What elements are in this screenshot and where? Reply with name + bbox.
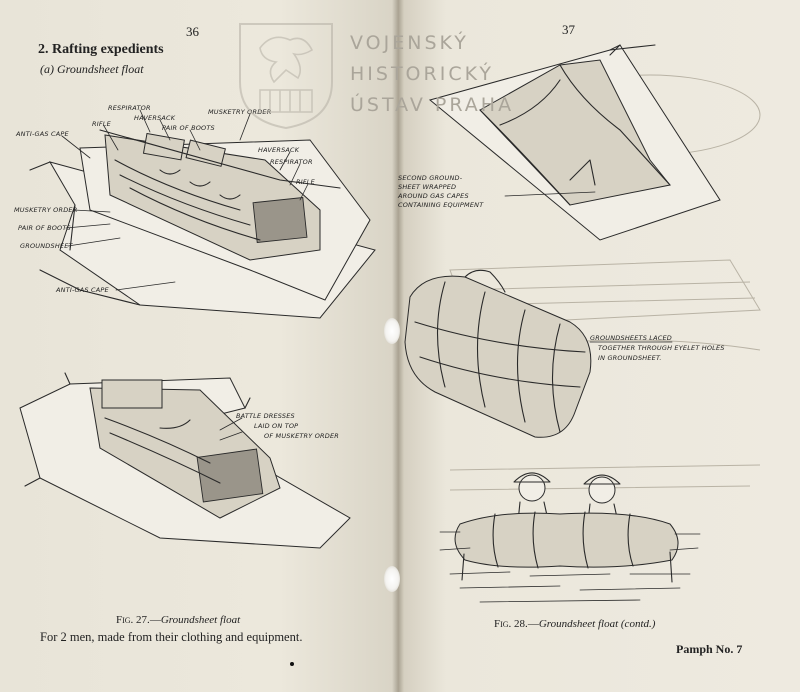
label-anti-gas-cape-bottom: Anti-Gas Cape bbox=[56, 286, 109, 294]
label-respirator-right: Respirator bbox=[270, 158, 313, 166]
watermark-text: VOJENSKÝ HISTORICKÝ ÚSTAV PRAHA bbox=[350, 28, 514, 121]
fig27-title: Groundsheet float bbox=[160, 614, 241, 626]
section-heading: 2. Rafting expedients bbox=[38, 42, 164, 57]
fig27-lower-drawing bbox=[10, 368, 360, 553]
heraldic-lion-shield-icon bbox=[239, 23, 333, 130]
label-respirator: Respirator bbox=[108, 104, 151, 112]
label-pair-of-boots: Pair of Boots bbox=[162, 124, 215, 132]
man-2-helmet bbox=[584, 475, 620, 484]
label-of-musketry-order: of Musketry order bbox=[264, 432, 339, 440]
rifle-line bbox=[100, 130, 340, 188]
man-2-head bbox=[589, 477, 615, 503]
fig27-leader-lines bbox=[0, 0, 398, 320]
label-haversack: Haversack bbox=[134, 114, 176, 122]
page-number-right: 37 bbox=[562, 22, 575, 37]
fig27-caption: Fig. 27.—Groundsheet float bbox=[116, 614, 240, 626]
kit-box-2 bbox=[186, 140, 225, 166]
pamphlet-footer: Pamph No. 7 bbox=[676, 642, 743, 656]
section-subheading: (a) Groundsheet float bbox=[40, 62, 144, 76]
watermark-line-3: ÚSTAV PRAHA bbox=[350, 94, 515, 116]
caption-dash: — bbox=[149, 614, 161, 626]
kit-box-lower-1 bbox=[102, 380, 162, 408]
label-musketry-order-left: Musketry order bbox=[14, 206, 78, 214]
label-laced-1: Groundsheets laced bbox=[590, 334, 673, 342]
ink-speck bbox=[290, 662, 294, 666]
label-battle-dresses: Battle Dresses bbox=[236, 412, 295, 420]
label-laced-2: together through eyelet holes bbox=[598, 344, 725, 352]
fig27-number: Fig. 27. bbox=[116, 614, 150, 626]
label-groundsheet: Groundsheet bbox=[20, 242, 73, 250]
binding-hole-bottom bbox=[384, 566, 400, 592]
left-page bbox=[0, 0, 398, 692]
book-gutter bbox=[392, 0, 404, 692]
label-second-groundsheet-2: sheet wrapped bbox=[398, 183, 457, 191]
fig27-upper-drawing bbox=[20, 100, 390, 320]
man-1-helmet bbox=[514, 473, 550, 482]
man-1-head bbox=[519, 475, 545, 501]
water-lines bbox=[440, 532, 700, 602]
watermark-line-2: HISTORICKÝ bbox=[350, 63, 494, 85]
fig28-bundle-drawing bbox=[395, 262, 605, 447]
label-laced-3: in groundsheet. bbox=[598, 354, 662, 362]
label-laid-on-top: laid on top bbox=[254, 422, 299, 430]
label-rifle: Rifle bbox=[92, 120, 111, 128]
fig28-float-drawing bbox=[440, 462, 700, 612]
float-bundle bbox=[455, 513, 678, 567]
fig27-note: For 2 men, made from their clothing and … bbox=[40, 630, 303, 644]
label-musketry-order: Musketry Order bbox=[208, 108, 272, 116]
kit-box-3 bbox=[253, 197, 307, 242]
page-number-left: 36 bbox=[186, 24, 199, 39]
label-anti-gas-cape: Anti-Gas Cape bbox=[16, 130, 69, 138]
label-pair-of-boots-left: Pair of Boots bbox=[18, 224, 71, 232]
fig28-title: Groundsheet float (contd.) bbox=[538, 618, 656, 630]
fig28-top-drawing bbox=[420, 40, 780, 245]
label-rifle-right: Rifle bbox=[296, 178, 315, 186]
binding-hole-top bbox=[384, 318, 400, 344]
label-haversack-right: Haversack bbox=[258, 146, 300, 154]
laced-bundle bbox=[405, 276, 591, 437]
label-second-groundsheet-1: Second Ground- bbox=[398, 174, 463, 182]
kit-box-lower-2 bbox=[197, 449, 263, 502]
fig28-number: Fig. 28. bbox=[494, 618, 528, 630]
fig28-caption: Fig. 28.—Groundsheet float (contd.) bbox=[494, 618, 655, 630]
caption-dash-2: — bbox=[527, 618, 539, 630]
label-second-groundsheet-3: around gas capes bbox=[398, 192, 469, 200]
watermark-line-1: VOJENSKÝ bbox=[350, 32, 469, 54]
kit-box-1 bbox=[143, 134, 184, 160]
label-second-groundsheet-4: containing equipment bbox=[398, 201, 484, 209]
